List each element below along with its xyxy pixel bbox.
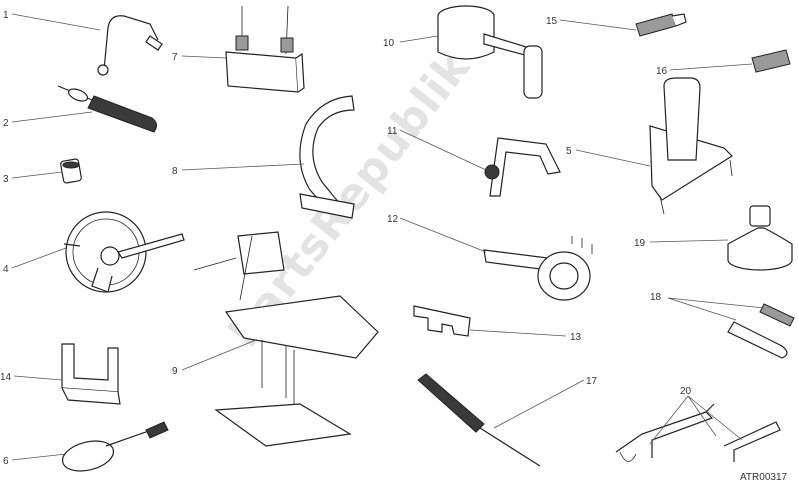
callout-4: 4 <box>3 264 9 275</box>
part-2-handle-tool <box>57 85 158 133</box>
part-12-ring-tool <box>483 236 593 301</box>
part-4-degree-wheel <box>63 211 185 293</box>
part-5-plate-tool <box>649 77 733 215</box>
callout-5: 5 <box>566 146 572 157</box>
part-7-stud-plate <box>225 5 305 93</box>
part-1-rod-tool <box>97 15 163 76</box>
callout-3: 3 <box>3 174 9 185</box>
part-16-plug <box>751 49 791 73</box>
callout-18: 18 <box>650 292 662 303</box>
callout-19: 19 <box>634 238 646 249</box>
part-20-keys <box>615 403 781 462</box>
drawing-code: ATR00317 <box>740 472 788 483</box>
callout-10: 10 <box>383 38 395 49</box>
part-9-stand <box>193 231 379 447</box>
callout-6: 6 <box>3 456 9 467</box>
callout-20: 20 <box>680 386 692 397</box>
callout-1: 1 <box>3 10 9 21</box>
callout-11: 11 <box>387 126 398 137</box>
leader-lines <box>11 13 765 461</box>
callout-2: 2 <box>3 118 9 129</box>
part-6-strap-wrench <box>61 421 169 472</box>
part-13-flat-plate <box>413 305 471 337</box>
callout-14: 14 <box>0 372 12 383</box>
part-15-plug <box>635 13 687 37</box>
callouts: 1 2 3 4 5 6 7 8 9 10 11 12 13 14 15 16 1… <box>0 10 692 467</box>
callout-17: 17 <box>586 376 598 387</box>
part-10-puller <box>437 5 543 99</box>
callout-16: 16 <box>656 66 668 77</box>
callout-12: 12 <box>387 214 399 225</box>
callout-7: 7 <box>172 52 178 63</box>
part-14-bracket <box>61 343 121 405</box>
part-3-bushing <box>60 158 82 184</box>
part-19-cup-tool <box>727 205 793 271</box>
callout-13: 13 <box>570 332 582 343</box>
callout-15: 15 <box>546 16 558 27</box>
part-11-knob-bracket <box>484 137 561 197</box>
callout-8: 8 <box>172 166 178 177</box>
part-8-curved-arm <box>299 95 355 219</box>
callout-9: 9 <box>172 366 178 377</box>
part-17-long-pin <box>417 373 541 467</box>
part-18-pins <box>727 303 795 359</box>
